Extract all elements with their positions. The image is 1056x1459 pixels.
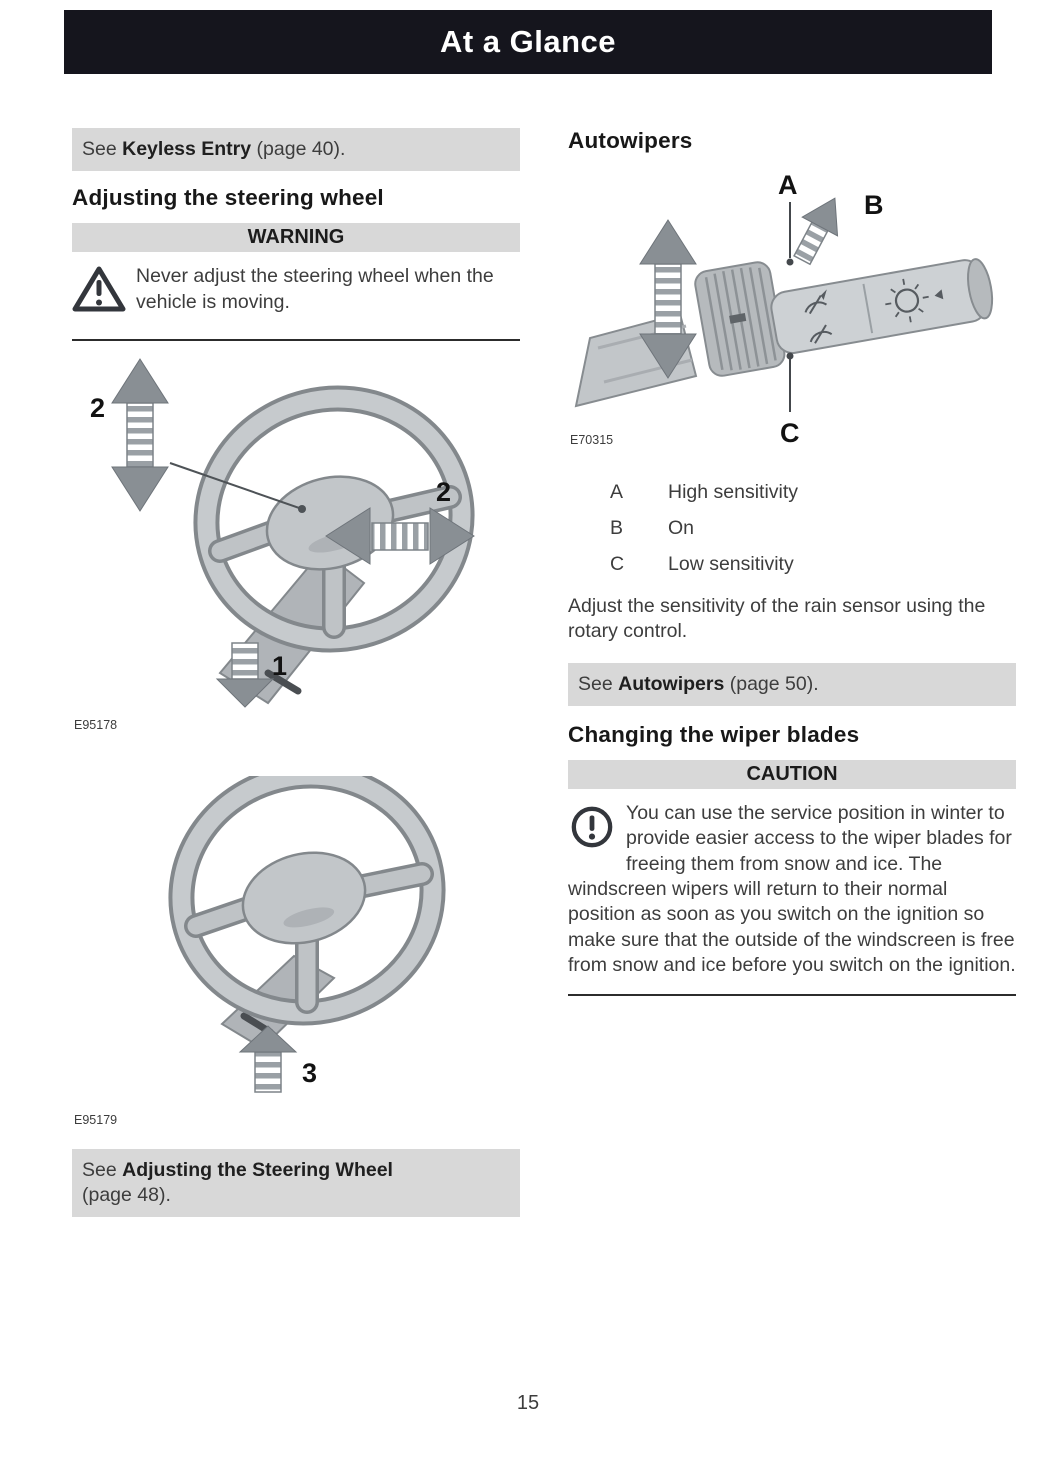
steering-heading: Adjusting the steering wheel (72, 185, 384, 211)
figure1-caption: E95178 (74, 717, 118, 732)
caution-text: You can use the service position in wint… (568, 802, 1016, 977)
label-c: C (780, 418, 800, 448)
legend-value: On (668, 517, 695, 539)
legend-key: B (610, 517, 624, 539)
sensitivity-rotary-control (694, 261, 786, 377)
ref-autowipers: See Autowipers (page 50). (568, 662, 1016, 707)
caution-bar: CAUTION (568, 760, 1016, 790)
pointer-line (169, 461, 303, 510)
wiper-stalk-illustration: A (574, 170, 994, 448)
wiper-up-icon (804, 289, 828, 315)
washer-icon (885, 278, 944, 323)
tilt-arrow (111, 357, 169, 512)
wiper-on-arrow (793, 197, 839, 266)
legend-key: C (610, 553, 625, 575)
legend-row: B On (610, 517, 1016, 540)
page-title: At a Glance (439, 24, 617, 59)
legend-value: Low sensitivity (668, 553, 794, 575)
steering-wheel-hub (241, 851, 367, 945)
reach-arrow-label: 2 (436, 477, 451, 507)
legend-value: High sensitivity (668, 481, 799, 503)
release-arrow-label: 1 (272, 651, 287, 681)
release-arrow (215, 641, 275, 708)
wiper-stalk-figure: A (568, 168, 1016, 463)
legend-row: A High sensitivity (610, 481, 1016, 504)
tilt-arrow-label: 2 (90, 393, 105, 423)
ref-topic: Autowipers (618, 672, 725, 695)
caution-body: You can use the service position in wint… (568, 801, 1016, 997)
steering-wheel-figure-2: 3 (72, 762, 520, 1111)
wiper-down-icon (809, 324, 833, 344)
ref-prefix: See (578, 672, 619, 695)
lock-arrow (238, 1025, 298, 1093)
warning-text: Never adjust the steering wheel when the… (136, 265, 494, 313)
reach-arrow (325, 506, 475, 565)
autowipers-heading: Autowipers (568, 128, 693, 153)
ref-suffix: (page 50). (724, 672, 819, 695)
legend-row: C Low sensitivity (610, 553, 1016, 576)
left-column: See Keyless Entry (page 40). Adjusting t… (72, 128, 520, 1231)
label-a: A (778, 170, 798, 200)
steering-wheel-adjust-illustration: 2 2 1 (90, 357, 475, 708)
legend-key: A (610, 481, 624, 503)
steering-wheel-figure-1: 2 2 1 (72, 351, 520, 716)
ref-topic: Adjusting the Steering Wheel (122, 1158, 393, 1181)
ref-prefix: See (82, 138, 123, 160)
label-a-dot (786, 258, 794, 266)
wiper-legend: A High sensitivity B On C Low sensitivit… (568, 481, 1016, 576)
ref-keyless-entry: See Keyless Entry (page 40). (72, 128, 520, 172)
warning-bar: WARNING (72, 223, 520, 253)
wiper-blades-heading: Changing the wiper blades (568, 722, 860, 748)
warning-body: Never adjust the steering wheel when the… (72, 264, 520, 341)
label-b: B (864, 190, 884, 220)
page-number: 15 (516, 1392, 540, 1414)
rain-sensor-text: Adjust the sensitivity of the rain senso… (568, 595, 986, 643)
pointer-dot (298, 504, 306, 513)
ref-prefix: See (82, 1158, 123, 1181)
stalk-head (770, 258, 994, 355)
steering-wheel-lock-illustration: 3 (168, 762, 446, 1093)
warning-triangle-icon (72, 265, 126, 320)
wiper-figure-caption: E70315 (570, 433, 614, 447)
page-header: At a Glance (64, 10, 992, 74)
right-column: Autowipers A (568, 128, 1016, 1231)
ref-adjusting-steering: See Adjusting the Steering Wheel (page 48… (72, 1148, 520, 1218)
ref-topic: Keyless Entry (122, 138, 252, 160)
ref-suffix: (page 48). (82, 1184, 171, 1207)
caution-circle-icon (570, 805, 614, 856)
figure2-caption: E95179 (74, 1112, 118, 1127)
lock-arrow-label: 3 (302, 1058, 317, 1088)
manual-page: At a Glance See Keyless Entry (page 40).… (0, 10, 1056, 1414)
sensitivity-arrow (639, 219, 697, 379)
ref-suffix: (page 40). (251, 138, 346, 160)
content-columns: See Keyless Entry (page 40). Adjusting t… (0, 74, 1056, 1231)
